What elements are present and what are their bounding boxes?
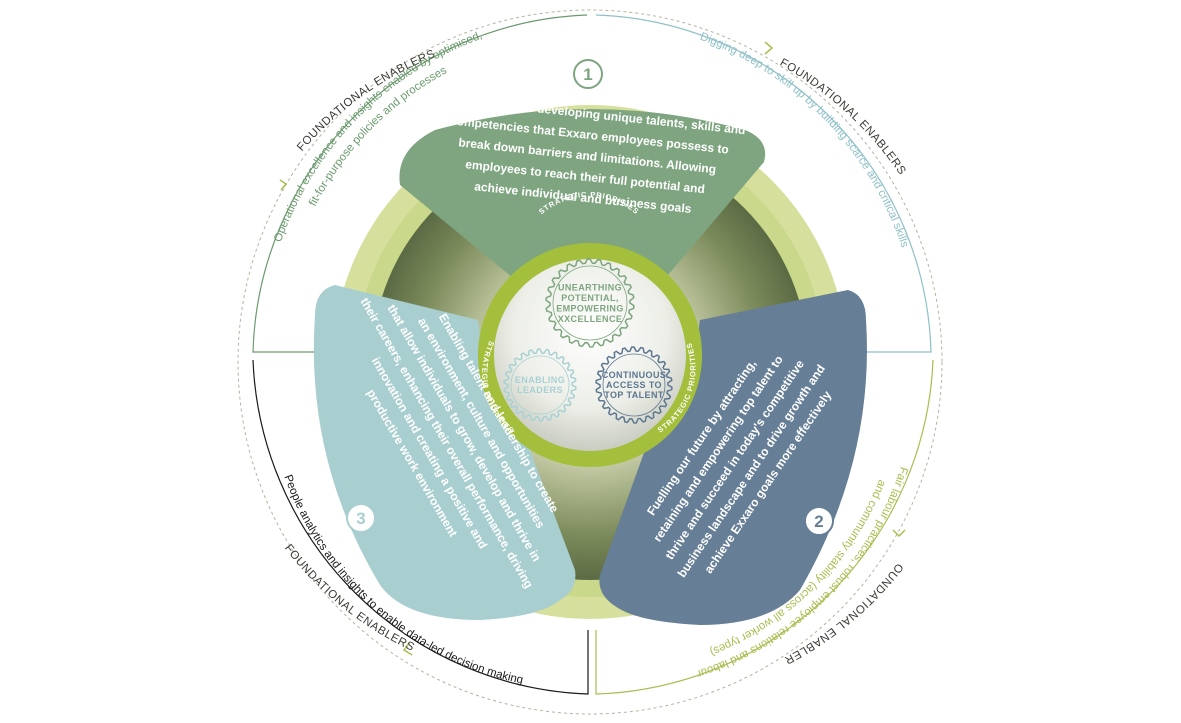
gear-label-line: POTENTIAL,	[561, 293, 619, 303]
enabler-frame-4	[252, 359, 589, 695]
priority-1-petal	[399, 109, 766, 282]
enabler-frame-3	[595, 359, 934, 695]
gear-label-line: ACCESS TO	[606, 380, 662, 390]
priority-2-number-badge: 2	[804, 506, 834, 536]
hub-core	[494, 259, 686, 451]
gear-outline	[595, 346, 673, 424]
enabler-frame-1	[252, 14, 588, 353]
gear-inner-ring	[510, 355, 570, 415]
svg-text:2: 2	[814, 512, 823, 531]
ring-arrow-icons	[279, 41, 906, 656]
gear-label-line: XXCELLENCE	[558, 314, 623, 324]
gear-outline	[503, 348, 577, 422]
gear-outline	[545, 258, 635, 348]
gear-label-line: EMPOWERING	[556, 303, 624, 313]
priority-2-petal	[599, 290, 867, 625]
enabler-frame-2	[595, 14, 932, 353]
gear-label-line: LEADERS	[517, 385, 563, 395]
gear-label-line: ENABLING	[515, 375, 565, 385]
priority-1-number-badge: 1	[573, 59, 603, 89]
gear-label-line: TOP TALENT	[604, 390, 664, 400]
svg-text:1: 1	[583, 65, 592, 84]
gear-inner-ring	[602, 353, 666, 417]
gear-label-line: UNEARTHING	[558, 282, 622, 292]
gear-inner-ring	[552, 265, 628, 341]
priority-3-petal	[313, 285, 576, 620]
gear-label-line: CONTINUOUS	[602, 370, 667, 380]
outer-dashed-ring	[237, 9, 943, 715]
svg-text:3: 3	[356, 509, 365, 528]
priority-3-number-badge: 3	[346, 503, 376, 533]
